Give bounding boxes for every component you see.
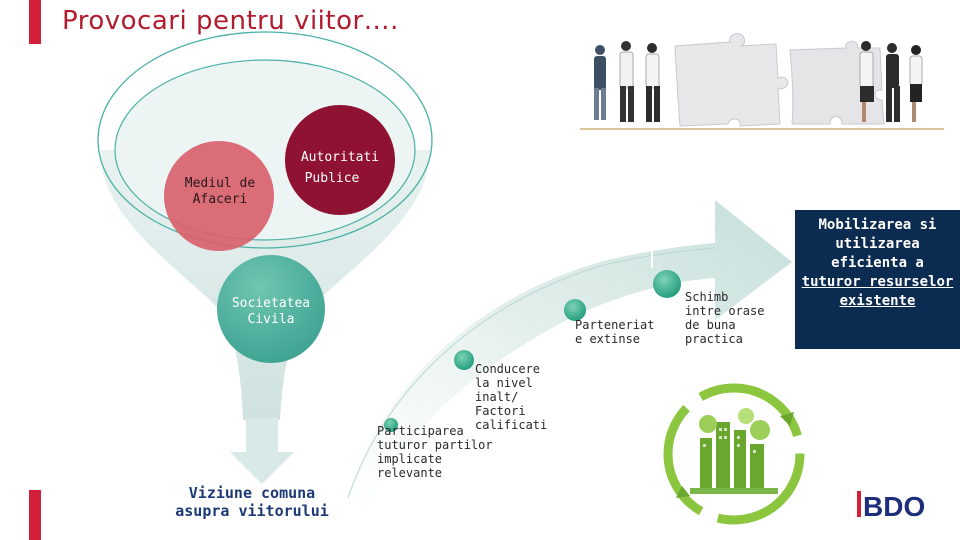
label-partnership: Parteneriat e extinse bbox=[575, 318, 655, 346]
step-marker-partnership bbox=[564, 299, 586, 321]
label-authorities-line1: Autoritati bbox=[300, 150, 380, 165]
mobilization-line5: existente bbox=[839, 293, 916, 309]
bdo-logo: BDO bbox=[855, 487, 943, 523]
mobilization-line4: tuturor resurselor bbox=[801, 274, 954, 290]
label-civil: Societatea Civila bbox=[231, 296, 311, 327]
circle-civil bbox=[217, 255, 325, 363]
label-leadership: Conducere la nivel inalt/ Factori califi… bbox=[475, 362, 548, 432]
shared-vision-text: Viziune comuna asupra viitorului bbox=[175, 484, 329, 520]
mobilization-line1: Mobilizarea si bbox=[818, 217, 937, 233]
mobilization-line2: utilizarea bbox=[835, 236, 920, 252]
funnel-down-arrow bbox=[230, 418, 294, 484]
accent-bar-bottom bbox=[29, 490, 41, 540]
step-marker-exchange bbox=[653, 270, 681, 298]
label-exchange: Schimb intre orase de buna practica bbox=[685, 290, 765, 346]
mobilization-box: Mobilizarea si utilizarea eficienta a tu… bbox=[795, 210, 960, 349]
circle-authorities bbox=[285, 105, 395, 215]
people-puzzle-illustration bbox=[580, 33, 944, 130]
bdo-logo-text: BDO bbox=[863, 491, 925, 522]
slide-title: Provocari pentru viitor…. bbox=[62, 6, 399, 36]
label-participation: Participarea tuturor partilor implicate … bbox=[377, 424, 493, 480]
label-business: Mediul de Afaceri bbox=[184, 176, 256, 207]
circle-business bbox=[164, 141, 274, 251]
step-marker-leadership bbox=[454, 350, 474, 370]
growth-arrow bbox=[345, 200, 792, 510]
step-marker-participation bbox=[384, 418, 398, 432]
accent-bar-top bbox=[29, 0, 41, 44]
eco-city-recycle-illustration bbox=[663, 383, 805, 525]
mobilization-line3: eficienta a bbox=[831, 255, 924, 271]
funnel-rim-outer bbox=[97, 31, 433, 249]
label-authorities-line2: Publice bbox=[304, 171, 360, 186]
